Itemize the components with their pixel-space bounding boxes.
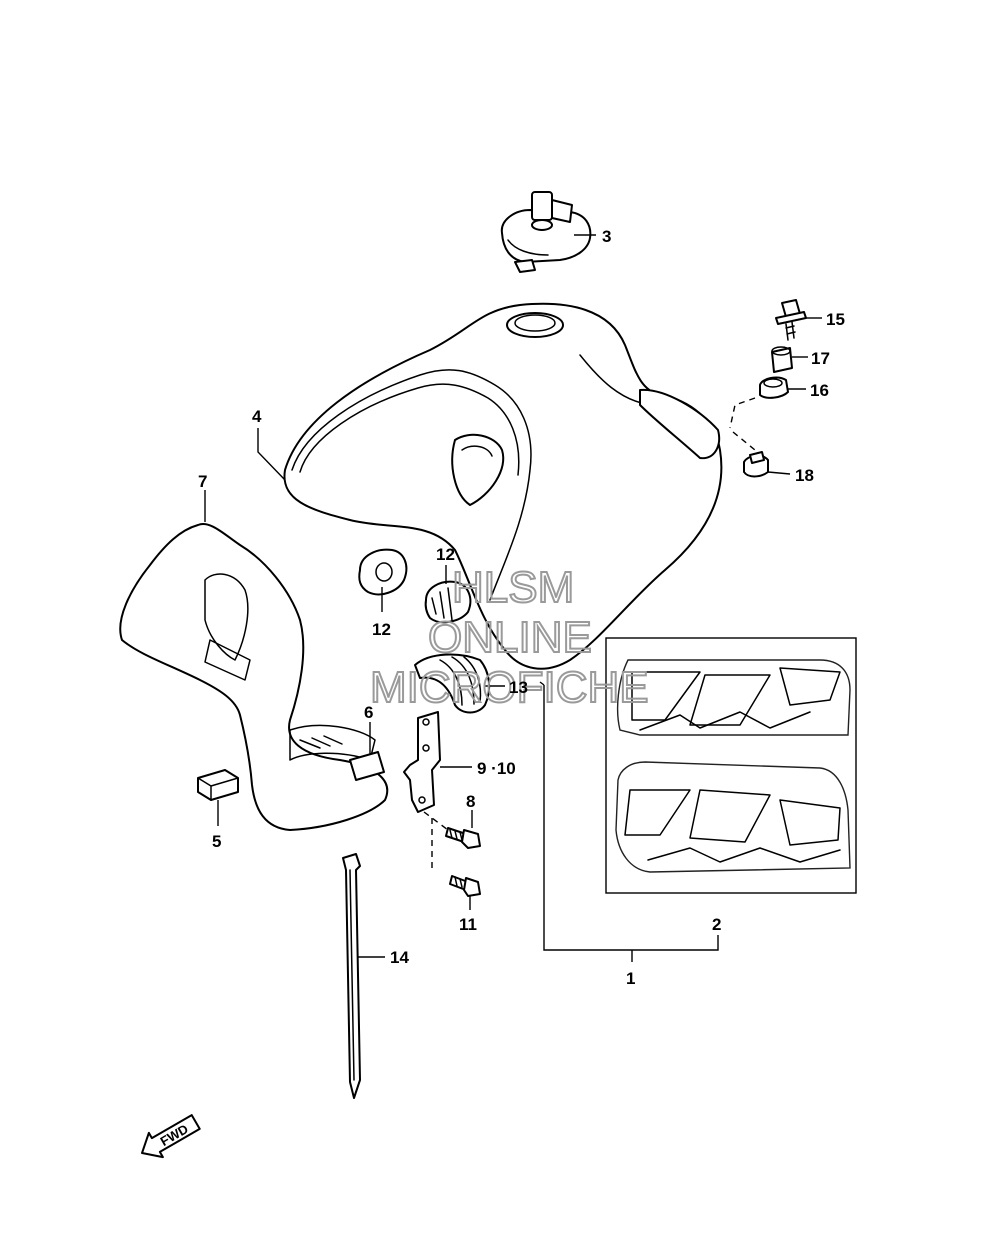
forward-arrow-icon bbox=[141, 1114, 201, 1159]
mounting-bracket bbox=[403, 711, 441, 813]
cushion-13 bbox=[414, 653, 491, 714]
decal-lower bbox=[615, 761, 851, 873]
bolt-8 bbox=[445, 827, 481, 849]
callout-8: 8 bbox=[466, 792, 475, 811]
cushion-18 bbox=[743, 451, 769, 478]
decal-set-box bbox=[605, 637, 857, 894]
callout-2: 2 bbox=[712, 915, 721, 934]
callout-7: 7 bbox=[198, 472, 207, 491]
leader-lines bbox=[204, 234, 822, 958]
callout-16: 16 bbox=[810, 381, 829, 400]
front-cover bbox=[119, 523, 389, 831]
callout-9-10: 9 ·10 bbox=[477, 759, 516, 778]
callout-17: 17 bbox=[811, 349, 830, 368]
callout-11: 11 bbox=[459, 915, 477, 934]
callout-18: 18 bbox=[795, 466, 814, 485]
cushion-16 bbox=[759, 376, 789, 399]
callout-4: 4 bbox=[252, 407, 262, 426]
watermark-line-3: MICROFICHE bbox=[370, 663, 649, 712]
fuel-cap bbox=[500, 191, 592, 273]
cushion-pad-6 bbox=[349, 751, 385, 781]
callout-14: 14 bbox=[390, 948, 409, 967]
callout-6: 6 bbox=[364, 703, 373, 722]
assembly-lines bbox=[423, 397, 756, 872]
assembly-bracket bbox=[539, 681, 719, 962]
callout-1: 1 bbox=[626, 969, 635, 988]
bolt-11 bbox=[449, 875, 481, 897]
watermark-line-1: HLSM bbox=[452, 563, 574, 612]
cable-tie-14 bbox=[342, 853, 361, 1099]
watermark-line-2: ONLINE bbox=[428, 613, 592, 662]
cushion-12-right bbox=[424, 580, 472, 624]
callout-3: 3 bbox=[602, 227, 611, 246]
watermark: HLSM ONLINE MICROFICHE bbox=[369, 562, 650, 713]
callout-13: 13 bbox=[509, 678, 528, 697]
cushion-block-5 bbox=[197, 769, 239, 801]
fuel-tank bbox=[283, 302, 723, 670]
callout-12-upper: 12 bbox=[436, 545, 455, 564]
callout-12-lower: 12 bbox=[372, 620, 391, 639]
callout-labels: 3 15 17 16 18 4 7 12 12 13 6 9 ·10 8 5 1… bbox=[198, 227, 845, 988]
cushion-12-left bbox=[358, 548, 408, 596]
callout-15: 15 bbox=[826, 310, 845, 329]
bolt-15 bbox=[775, 299, 807, 341]
callout-5: 5 bbox=[212, 832, 221, 851]
forward-direction-marker: FWD bbox=[141, 1114, 201, 1159]
collar-17 bbox=[771, 346, 793, 373]
